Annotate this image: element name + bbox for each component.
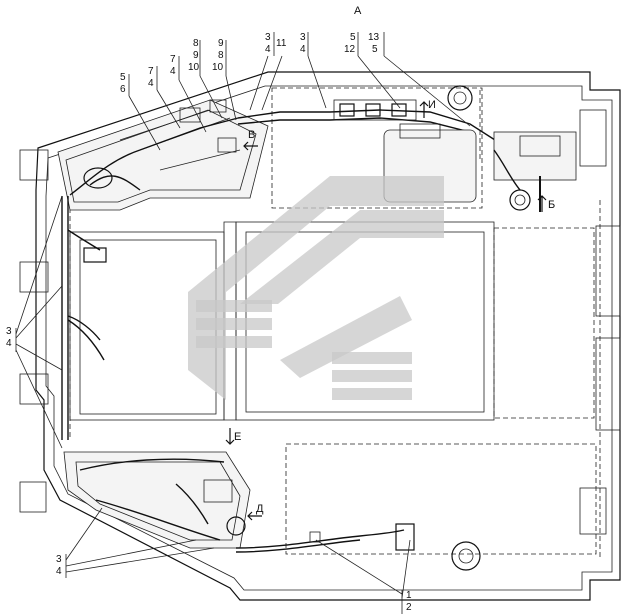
section-v-label: В bbox=[248, 129, 255, 141]
callout: 5 bbox=[120, 72, 126, 83]
section-i-label: И bbox=[428, 99, 436, 111]
callout: 12 bbox=[344, 44, 356, 55]
callout: 10 bbox=[188, 62, 200, 73]
callout: 4 bbox=[6, 338, 12, 349]
bottom-harness bbox=[235, 487, 607, 571]
bottom-left-panel bbox=[19, 451, 251, 549]
callout: 5 bbox=[350, 32, 356, 43]
callout: 11 bbox=[276, 38, 287, 49]
view-label: А bbox=[354, 5, 362, 17]
callout: 13 bbox=[368, 32, 380, 43]
right-device bbox=[493, 109, 607, 212]
callout: 4 bbox=[265, 44, 271, 55]
floor-panels bbox=[69, 87, 621, 555]
callouts-bottom: 1 2 bbox=[315, 539, 412, 614]
callout: 3 bbox=[56, 554, 62, 565]
callout: 6 bbox=[120, 84, 126, 95]
section-d-label: Д bbox=[256, 503, 264, 515]
callout: 7 bbox=[170, 54, 176, 65]
callout: 9 bbox=[193, 50, 199, 61]
callouts-left: 3 4 bbox=[6, 195, 63, 449]
callout: 2 bbox=[406, 602, 412, 613]
callout: 3 bbox=[300, 32, 306, 43]
callout: 4 bbox=[170, 66, 176, 77]
callout: 4 bbox=[300, 44, 306, 55]
left-harness bbox=[19, 149, 107, 440]
callout: 1 bbox=[406, 590, 412, 601]
callout: 9 bbox=[218, 38, 224, 49]
section-e-label: Е bbox=[234, 431, 241, 443]
callouts-bottom-left: 3 4 bbox=[56, 507, 215, 578]
callout: 3 bbox=[6, 326, 12, 337]
callout: 7 bbox=[148, 66, 154, 77]
dashboard-panel bbox=[57, 99, 269, 211]
callout: 10 bbox=[212, 62, 224, 73]
callout: 4 bbox=[148, 78, 154, 89]
callout: 8 bbox=[193, 38, 199, 49]
callouts-top: 3 4 11 3 4 8 9 10 9 8 10 7 4 7 4 5 6 5 1… bbox=[120, 32, 471, 151]
callout: 8 bbox=[218, 50, 224, 61]
section-marks: В И Б Е Д bbox=[225, 99, 555, 521]
callout: 3 bbox=[265, 32, 271, 43]
callout: 5 bbox=[372, 44, 378, 55]
watermark-logo bbox=[188, 176, 444, 400]
callout: 4 bbox=[56, 566, 62, 577]
section-b-label: Б bbox=[548, 199, 555, 211]
